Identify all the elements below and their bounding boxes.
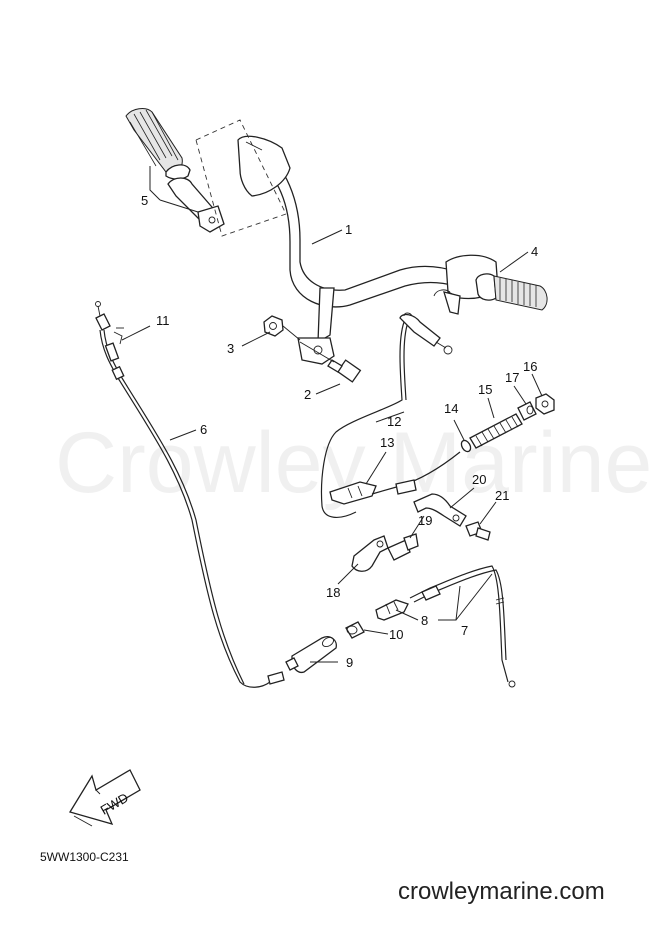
- leader-lines: [121, 166, 543, 663]
- collar: [345, 621, 365, 639]
- callout-14: 14: [444, 401, 458, 416]
- bracket-bolt: [465, 521, 491, 541]
- callout-16: 16: [523, 359, 537, 374]
- forward-arrow: FWD: [68, 769, 141, 827]
- callout-10: 10: [389, 627, 403, 642]
- callout-3: 3: [227, 341, 234, 356]
- callout-11: 11: [156, 313, 170, 328]
- callout-8: 8: [421, 613, 428, 628]
- diagram-code: 5WW1300-C231: [40, 850, 129, 864]
- callout-6: 6: [200, 422, 207, 437]
- callout-13: 13: [380, 435, 394, 450]
- site-url[interactable]: crowleymarine.com: [398, 878, 605, 905]
- callout-20: 20: [472, 472, 486, 487]
- choke-knob: [285, 636, 337, 674]
- grip-group-outline: [195, 119, 287, 237]
- callout-4: 4: [531, 244, 538, 259]
- callout-12: 12: [387, 414, 401, 429]
- callout-1: 1: [345, 222, 352, 237]
- callout-15: 15: [478, 382, 492, 397]
- callout-19: 19: [418, 513, 432, 528]
- bolt: [299, 341, 362, 383]
- clamp-bracket: [351, 535, 389, 572]
- callout-21: 21: [495, 488, 509, 503]
- right-grip: [475, 273, 548, 311]
- left-grip: [125, 108, 191, 180]
- cable-holder: [329, 481, 377, 505]
- washer: [460, 439, 472, 453]
- callout-2: 2: [304, 387, 311, 402]
- cable-bracket: [413, 493, 467, 527]
- callout-18: 18: [326, 585, 340, 600]
- spring: [469, 413, 523, 449]
- callout-5: 5: [141, 193, 148, 208]
- adjuster-cap: [535, 393, 555, 415]
- choke-cable: [409, 565, 509, 683]
- callout-17: 17: [505, 370, 519, 385]
- cable-end-fitting: [95, 301, 124, 345]
- brake-cable: [320, 321, 405, 518]
- throttle-tube: [167, 177, 225, 233]
- callout-9: 9: [346, 655, 353, 670]
- clamp-bolt: [387, 533, 419, 561]
- callout-7: 7: [461, 623, 468, 638]
- cable-lever-holder: [375, 599, 409, 621]
- callout-labels: 1 2 3 4 5 6 7 8 9 10 11 12 13 14 15 16 1…: [141, 193, 538, 670]
- nut: [263, 315, 301, 341]
